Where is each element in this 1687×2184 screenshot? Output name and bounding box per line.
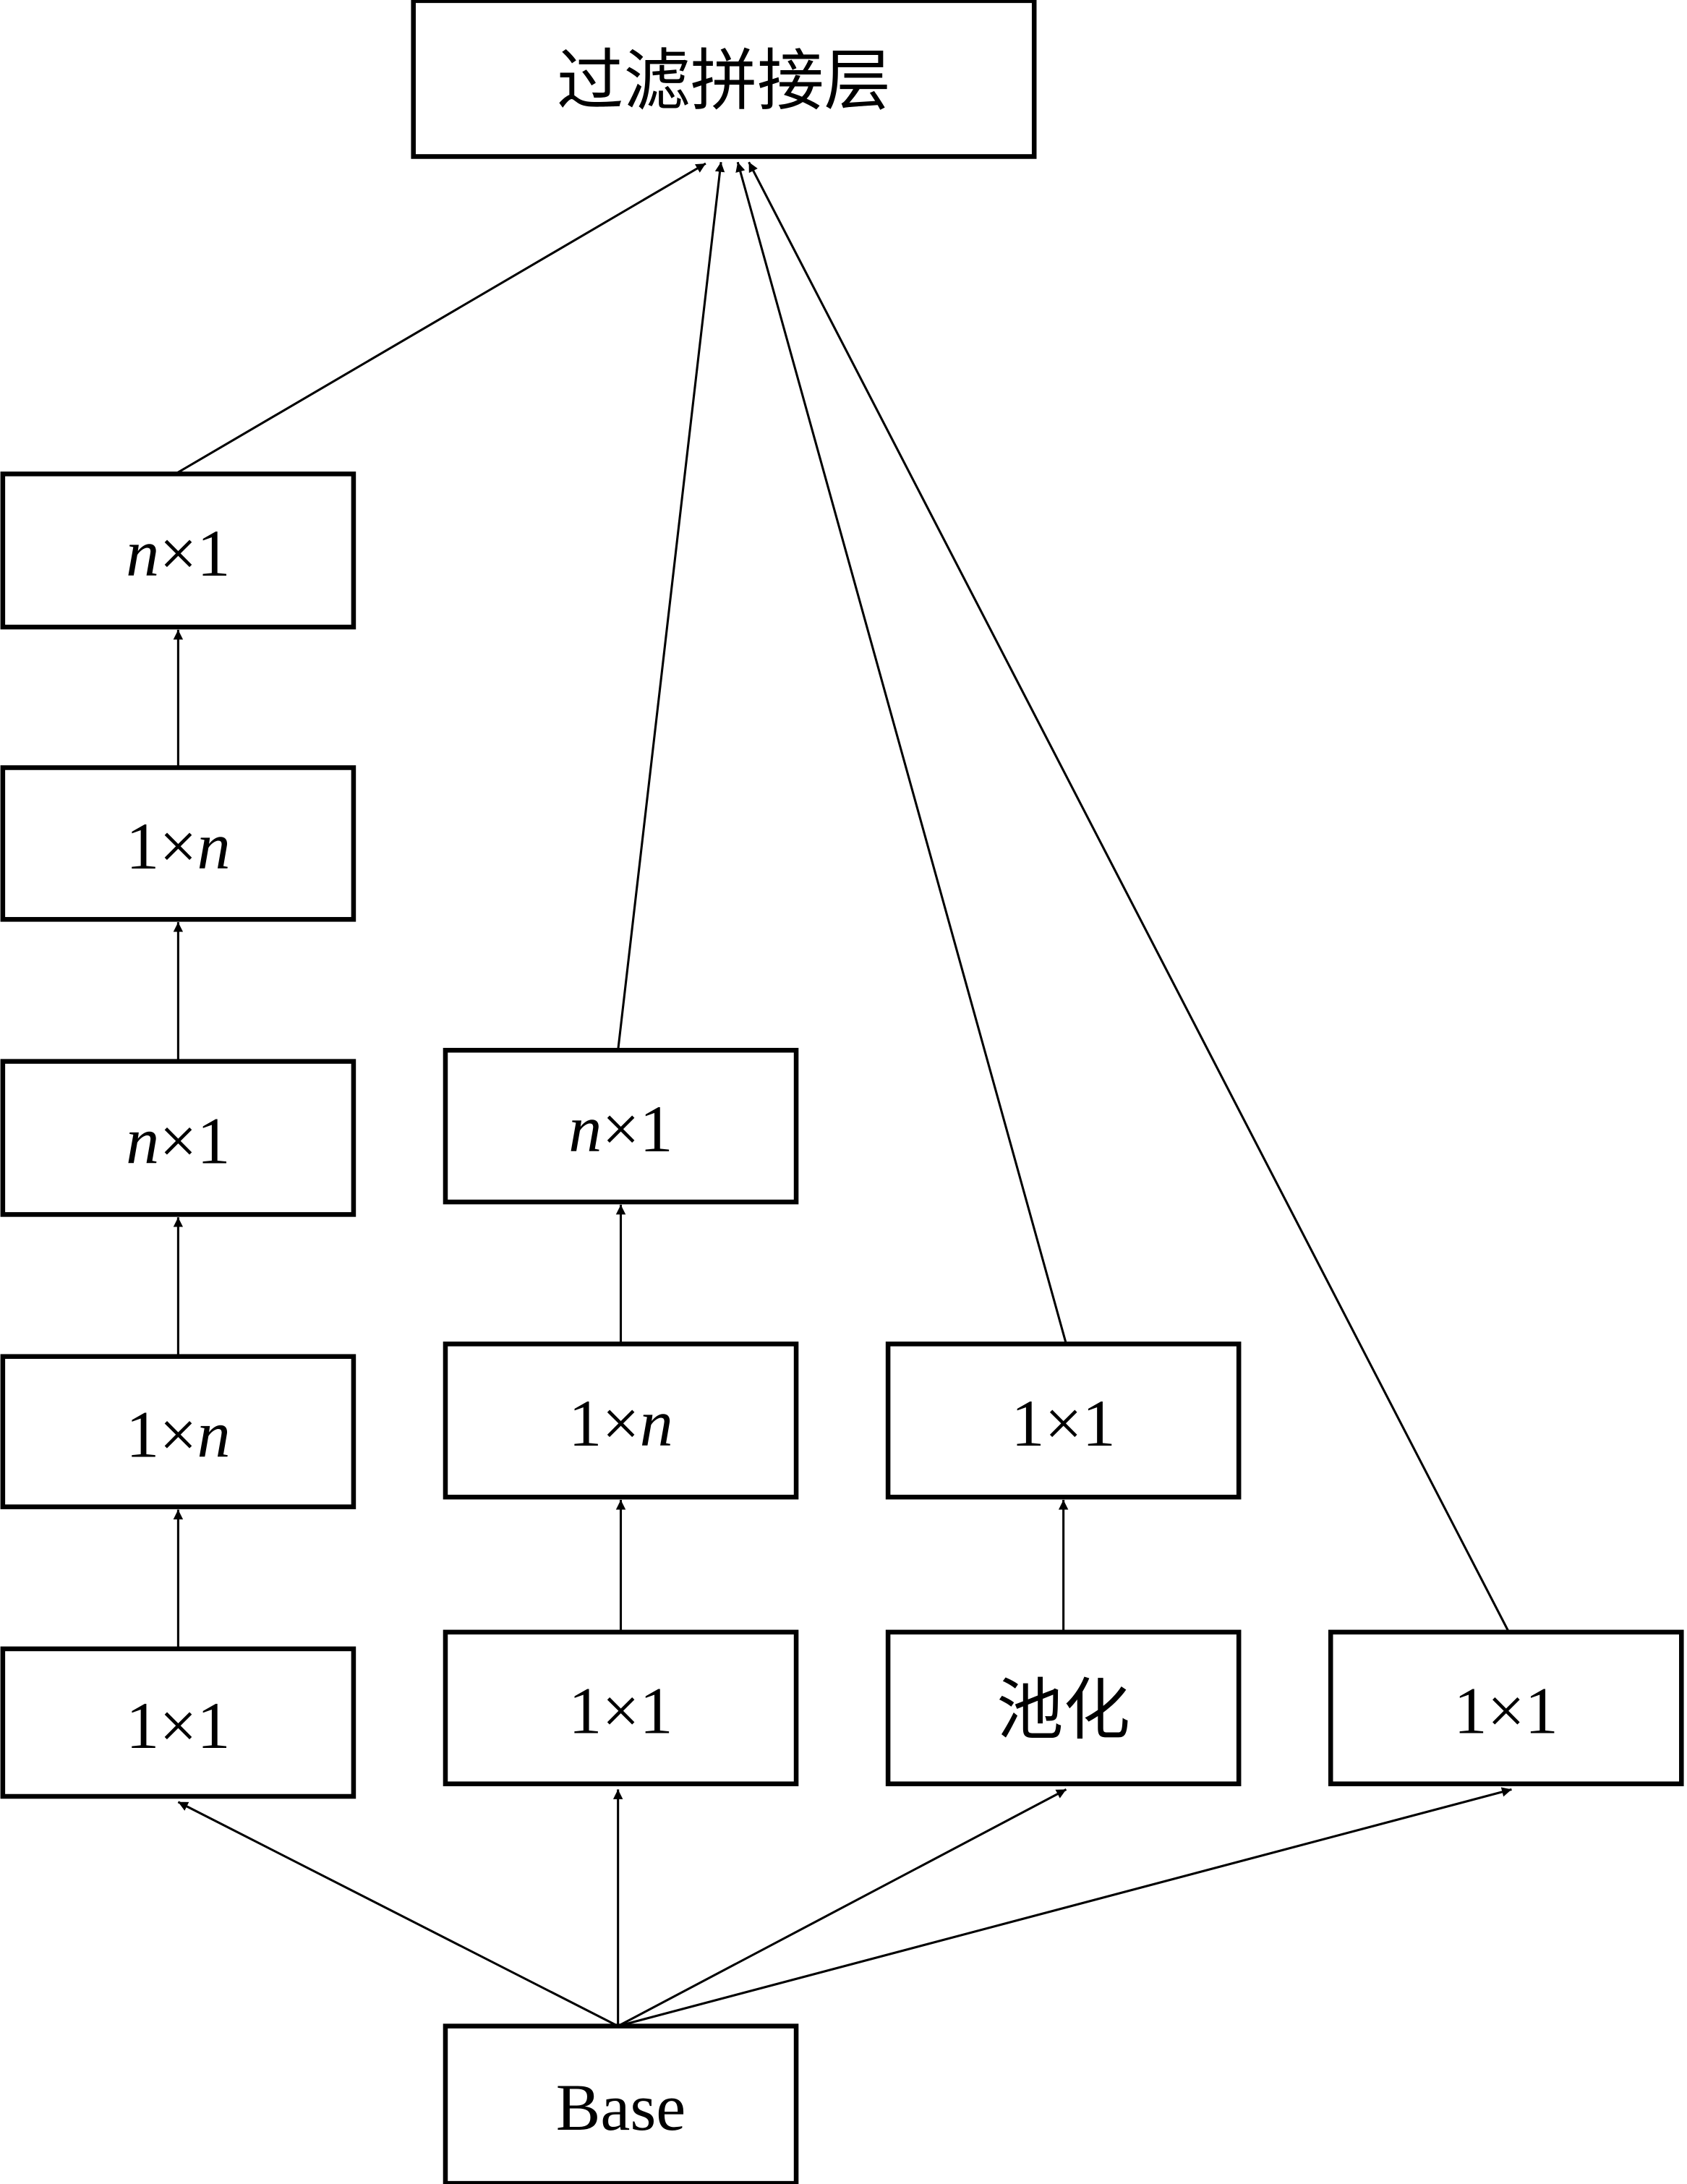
node-label: 1×n xyxy=(568,1386,672,1460)
label-part: 1×1 xyxy=(568,1674,672,1748)
label-part: n xyxy=(126,516,159,590)
arrow-base-to-c3_1 xyxy=(617,1788,1067,2027)
label-part: ×1 xyxy=(159,516,230,590)
node-box xyxy=(0,1646,356,1799)
node-box xyxy=(1328,1629,1684,1786)
node-c1_4: 1×n xyxy=(0,765,356,922)
node-c3_2: 1×1 xyxy=(885,1341,1242,1500)
node-label: n×1 xyxy=(568,1092,672,1166)
arrow-c2_3-to-concat xyxy=(617,161,725,1051)
label-part: ×1 xyxy=(602,1092,672,1166)
node-c2_2: 1×n xyxy=(443,1341,799,1500)
arrow-c1_5-to-concat xyxy=(174,162,706,475)
label-part: n xyxy=(126,1104,159,1177)
node-label: 1×1 xyxy=(568,1674,672,1748)
node-c1_5: n×1 xyxy=(0,472,356,630)
node-c1_1: 1×1 xyxy=(0,1646,356,1799)
label-part: 1×1 xyxy=(1454,1674,1558,1748)
node-box xyxy=(443,1341,799,1500)
node-box xyxy=(443,2023,799,2184)
arrow-base-to-c1_1 xyxy=(177,1801,619,2027)
label-part: 池化 xyxy=(996,1674,1130,1748)
node-label: 池化 xyxy=(996,1674,1130,1748)
node-box xyxy=(443,1629,799,1786)
node-box xyxy=(0,1354,356,1509)
node-label: 过滤拼接层 xyxy=(557,45,891,119)
node-label: Base xyxy=(556,2070,686,2144)
node-c4_1: 1×1 xyxy=(1328,1629,1684,1786)
label-part: n xyxy=(568,1092,602,1166)
node-label: 1×1 xyxy=(126,1689,230,1762)
node-box xyxy=(0,1059,356,1217)
node-label: 1×1 xyxy=(1454,1674,1558,1748)
node-label: n×1 xyxy=(126,1104,230,1177)
node-label: 1×n xyxy=(126,1398,230,1472)
edges xyxy=(173,161,1512,2028)
label-part: 1× xyxy=(126,809,197,883)
node-label: n×1 xyxy=(126,516,230,590)
label-part: Base xyxy=(556,2070,686,2144)
node-c1_2: 1×n xyxy=(0,1354,356,1509)
node-box xyxy=(885,1341,1242,1500)
label-part: n xyxy=(640,1386,673,1460)
label-part: n xyxy=(197,1398,230,1472)
arrow-c3_2-to-concat xyxy=(735,161,1067,1344)
node-c1_3: n×1 xyxy=(0,1059,356,1217)
label-part: 1× xyxy=(568,1386,639,1460)
arrow-base-to-c4_1 xyxy=(618,1787,1512,2028)
node-base: Base xyxy=(443,2023,799,2184)
label-part: 1×1 xyxy=(126,1689,230,1762)
label-part: ×1 xyxy=(159,1104,230,1177)
node-box xyxy=(0,765,356,922)
node-box xyxy=(411,0,1037,159)
node-c2_3: n×1 xyxy=(443,1047,799,1205)
node-box xyxy=(0,472,356,630)
label-part: 1× xyxy=(126,1398,197,1472)
node-c2_1: 1×1 xyxy=(443,1629,799,1786)
node-label: 1×n xyxy=(126,809,230,883)
arrow-c4_1-to-concat xyxy=(748,161,1510,1633)
label-part: n xyxy=(197,809,230,883)
node-concat: 过滤拼接层 xyxy=(411,0,1037,159)
node-c3_1: 池化 xyxy=(885,1629,1242,1786)
node-label: 1×1 xyxy=(1011,1386,1115,1460)
node-box xyxy=(885,1629,1242,1786)
label-part: 1×1 xyxy=(1011,1386,1115,1460)
node-box xyxy=(443,1047,799,1205)
